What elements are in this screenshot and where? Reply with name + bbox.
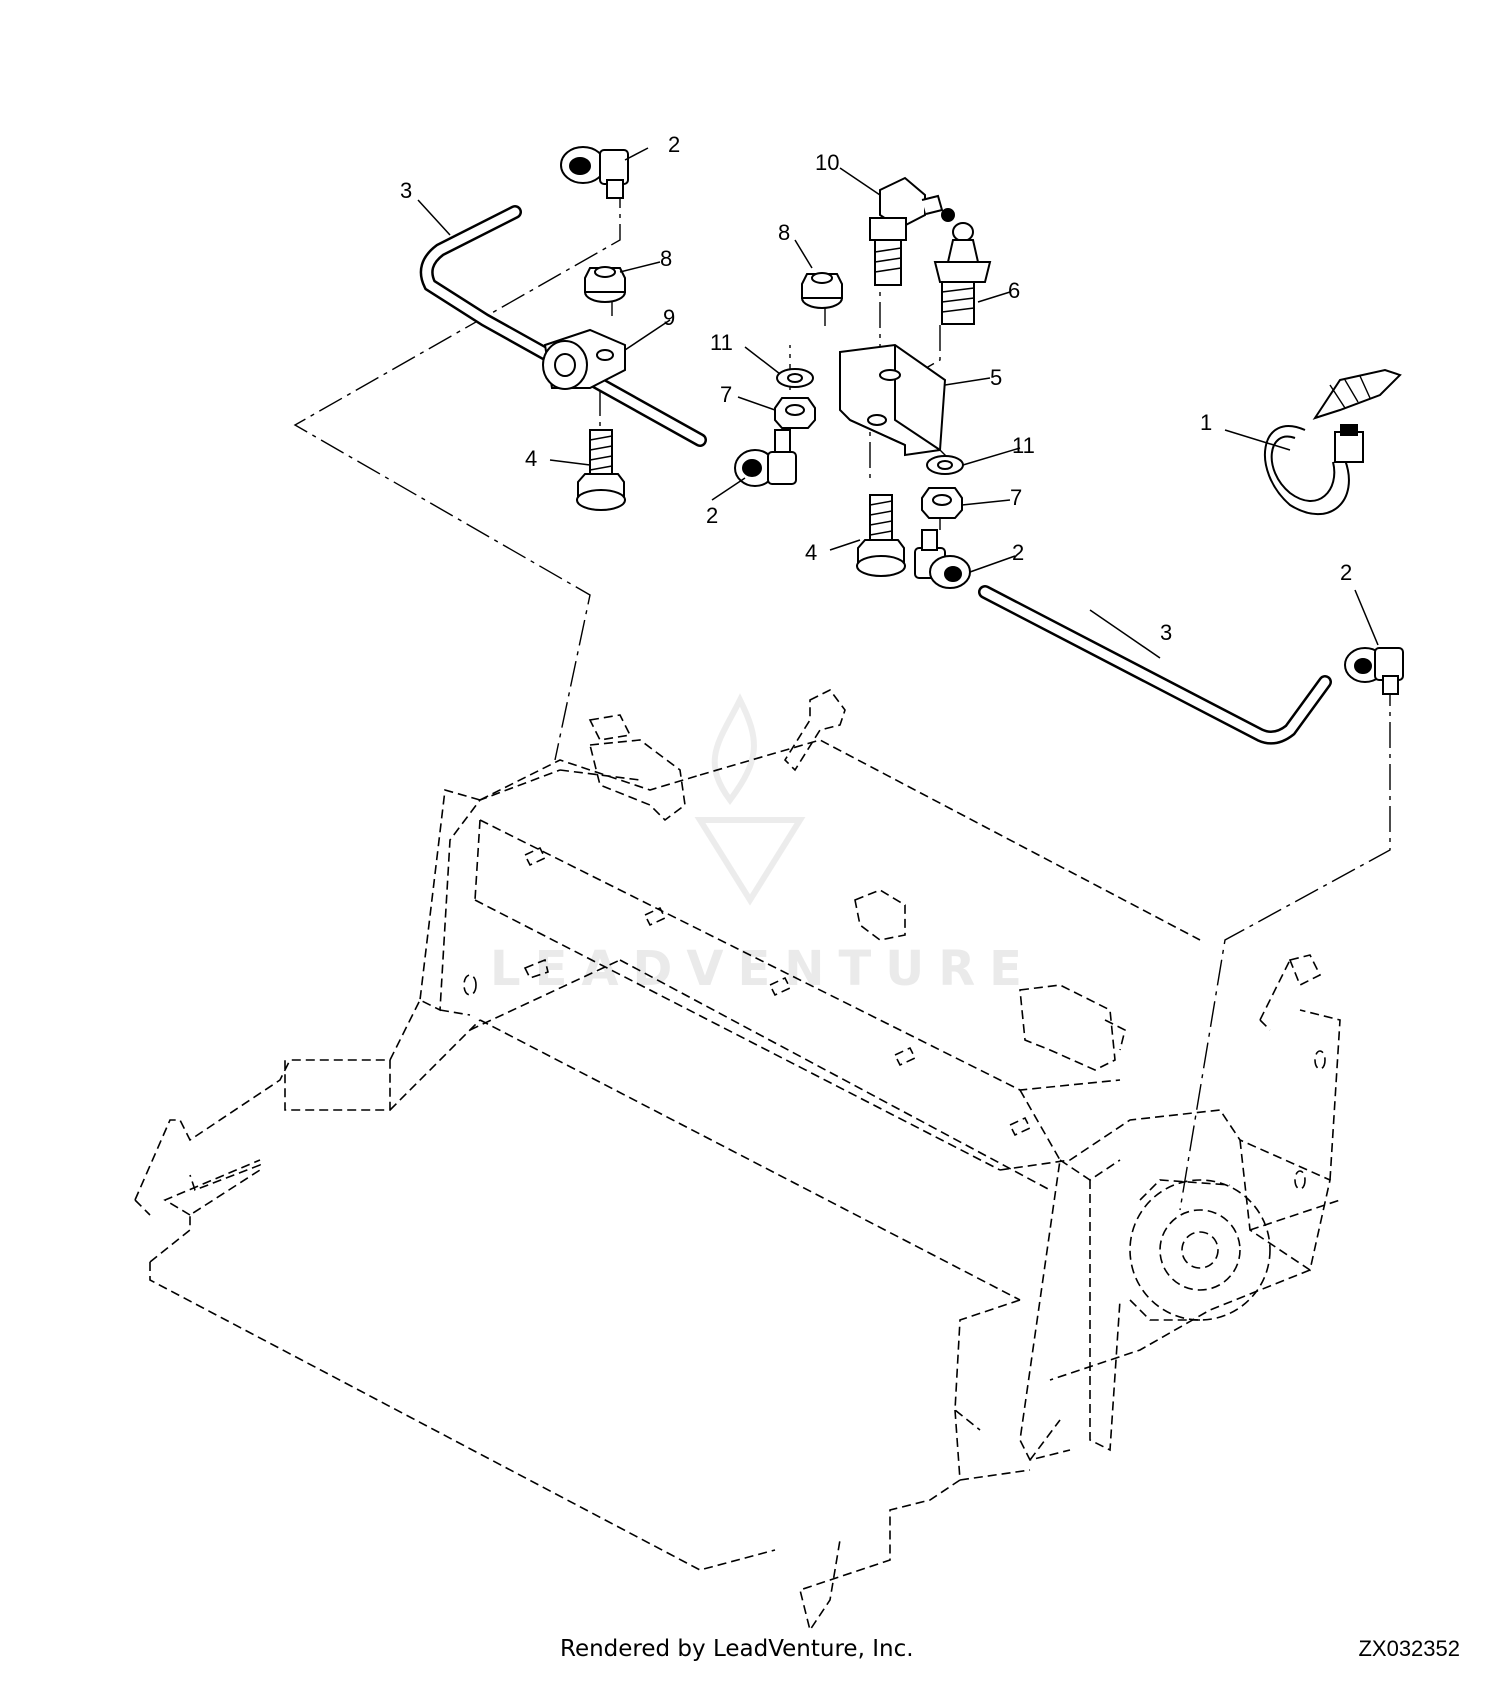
- elbow-fitting-top-left: [560, 146, 629, 199]
- callout-4-left: 4: [525, 446, 537, 471]
- callout-7-left: 7: [720, 382, 732, 407]
- callout-2-mid-right: 2: [1012, 540, 1024, 565]
- callout-2-mid-left: 2: [706, 503, 718, 528]
- hydraulic-lines: [419, 205, 1332, 745]
- elbow-fitting-right: [1344, 647, 1404, 695]
- hex-nut-left: [774, 397, 816, 429]
- callout-4-right: 4: [805, 540, 817, 565]
- washer-right: [926, 455, 964, 475]
- callout-11-left: 11: [710, 330, 733, 355]
- callout-numbers: 2 3 8 9 11 7 4 2 10 8 6 5 1 11 7 4 2 3 2: [400, 132, 1352, 645]
- callout-2-top-left: 2: [668, 132, 680, 157]
- callout-10: 10: [815, 150, 839, 175]
- bolt-left: [576, 429, 626, 511]
- callout-3-right: 3: [1160, 620, 1172, 645]
- callout-11-right: 11: [1012, 433, 1035, 458]
- flange-nut-right: [801, 272, 843, 309]
- callout-9: 9: [663, 305, 675, 330]
- watermark-text: LEADVENTURE: [490, 941, 1036, 997]
- watermark-logo: [694, 693, 806, 906]
- callout-5: 5: [990, 365, 1002, 390]
- callout-7-right: 7: [1010, 485, 1022, 510]
- callout-6: 6: [1008, 278, 1020, 303]
- mower-deck-frame: [134, 688, 1341, 1632]
- bolt-right: [856, 494, 906, 577]
- hex-nut-right: [921, 487, 963, 519]
- flange-nut-left: [584, 266, 626, 303]
- line-clamp: [542, 328, 626, 390]
- render-credit: Rendered by LeadVenture, Inc.: [560, 1636, 914, 1662]
- mounting-bracket: [839, 343, 947, 457]
- callout-8-left: 8: [660, 246, 672, 271]
- callout-1: 1: [1200, 410, 1212, 435]
- callout-3-left: 3: [400, 178, 412, 203]
- leader-lines: [293, 182, 1391, 1211]
- callout-2-right: 2: [1340, 560, 1352, 585]
- elbow-fitting-mid-right: [914, 529, 971, 589]
- elbow-fitting-mid-left: [734, 429, 797, 487]
- grease-fitting-straight: [933, 222, 992, 325]
- cable-tie: [1264, 368, 1402, 516]
- washer-left: [776, 368, 814, 388]
- grease-fitting-elbow: [869, 176, 955, 286]
- callout-8-right: 8: [778, 220, 790, 245]
- figure-code: ZX032352: [1358, 1636, 1460, 1661]
- callout-leaders: [417, 147, 1379, 659]
